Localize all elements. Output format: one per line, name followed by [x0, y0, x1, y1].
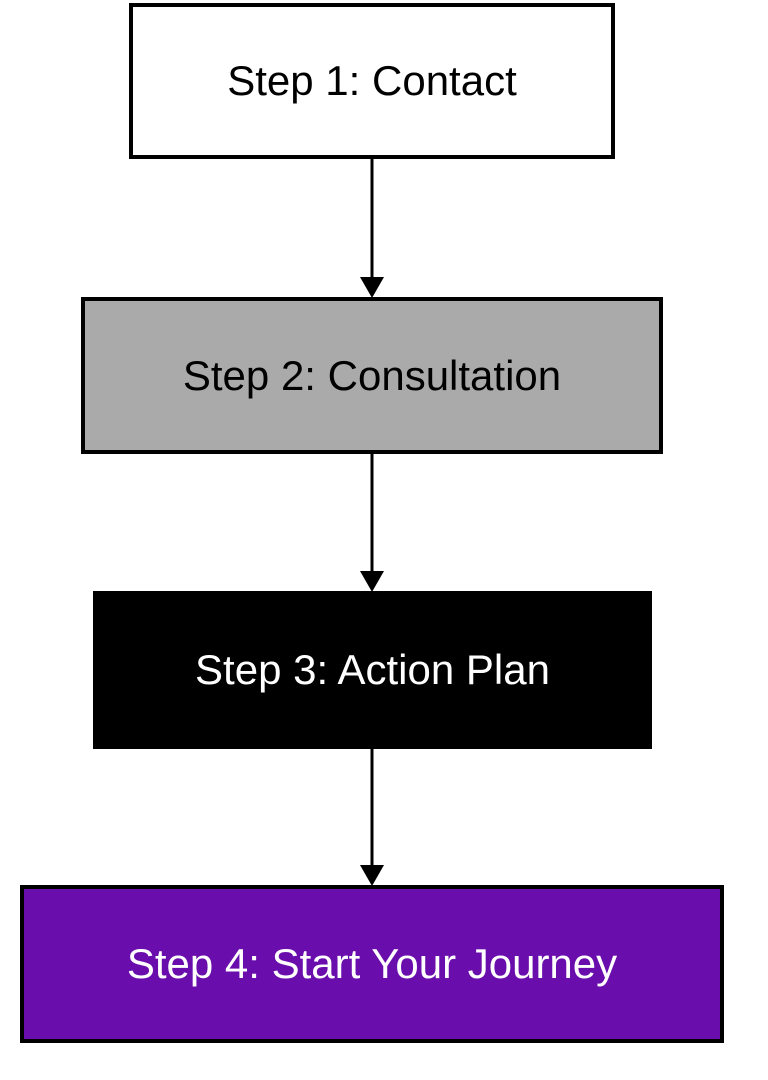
arrow-step3-to-step4 [360, 749, 384, 886]
step-3-label: Step 3: Action Plan [195, 646, 550, 693]
step-3-box: Step 3: Action Plan [93, 591, 652, 749]
step-2-label: Step 2: Consultation [182, 351, 562, 399]
step-1-label: Step 1: Contact [227, 57, 517, 104]
arrow-step2-to-step3 [360, 454, 384, 592]
step-1-box: Step 1: Contact [129, 3, 615, 159]
step-4-box: Step 4: Start Your Journey [20, 885, 724, 1043]
step-4-label: Step 4: Start Your Journey [126, 940, 618, 987]
step-2-box: Step 2: Consultation [81, 297, 663, 454]
arrow-step1-to-step2 [360, 159, 384, 298]
